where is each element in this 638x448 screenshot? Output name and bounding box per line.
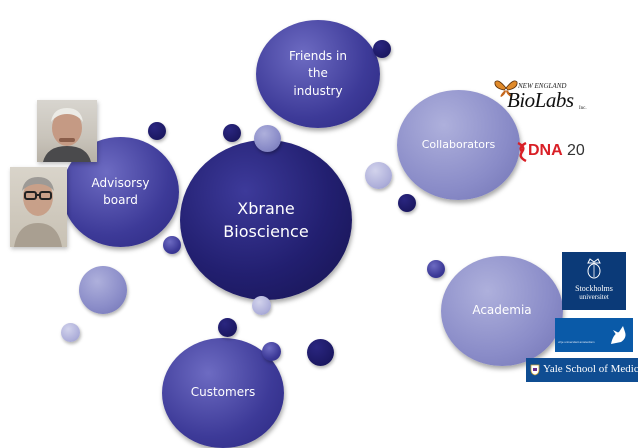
dot — [365, 162, 392, 189]
advisor-photo-1 — [37, 100, 97, 162]
neb-inc-text: Inc. — [579, 106, 587, 111]
dot — [79, 266, 127, 314]
node-friends-in-industry: Friends in the industry — [256, 20, 380, 128]
neb-top-text: NEW ENGLAND — [518, 82, 567, 90]
dot — [223, 124, 241, 142]
dna-helix-icon — [517, 142, 527, 162]
yale-text: Yale School of Medicine — [543, 363, 638, 375]
dot — [148, 122, 166, 140]
shield-icon — [530, 364, 540, 376]
dot — [307, 339, 334, 366]
stockholm-university-logo: Stockholms universitet — [562, 252, 626, 310]
stockholm-text-1: Stockholms — [575, 284, 613, 293]
butterfly-icon — [494, 80, 518, 97]
dna-number: 20 — [567, 142, 585, 159]
dot — [163, 236, 181, 254]
yale-medicine-logo: Yale School of Medicine — [526, 358, 638, 382]
node-label-collaborators: Collaborators — [421, 138, 496, 152]
node-label-friends: Friends in the industry — [289, 48, 347, 98]
dna20-logo: DNA 20 — [516, 141, 596, 163]
vu-text: vrije universiteit amsterdam — [558, 340, 595, 344]
person-icon — [14, 177, 62, 247]
vu-amsterdam-logo: vrije universiteit amsterdam — [555, 318, 633, 352]
node-label-center: Xbrane Bioscience — [223, 198, 309, 241]
dot — [373, 40, 391, 58]
dot — [398, 194, 416, 212]
advisor-photo-2 — [10, 167, 67, 247]
node-label-advisory: Advisorsy board — [91, 175, 150, 207]
dot — [262, 342, 281, 361]
crown-crest-icon — [587, 258, 601, 279]
dot — [218, 318, 237, 337]
node-xbrane-bioscience: Xbrane Bioscience — [180, 140, 352, 300]
dot — [252, 296, 271, 315]
dot — [61, 323, 80, 342]
stockholm-text-2: universitet — [579, 293, 609, 301]
dna-text: DNA — [528, 142, 563, 159]
node-label-academia: Academia — [472, 303, 532, 318]
griffin-icon — [611, 326, 626, 344]
dot — [427, 260, 445, 278]
neb-logo: NEW ENGLAND BioLabs Inc. — [494, 78, 594, 118]
person-icon — [43, 108, 91, 162]
neb-main-text: BioLabs — [507, 88, 574, 112]
node-academia: Academia — [441, 256, 563, 366]
node-collaborators: Collaborators — [397, 90, 520, 200]
node-label-customers: Customers — [190, 385, 256, 400]
dot — [254, 125, 281, 152]
